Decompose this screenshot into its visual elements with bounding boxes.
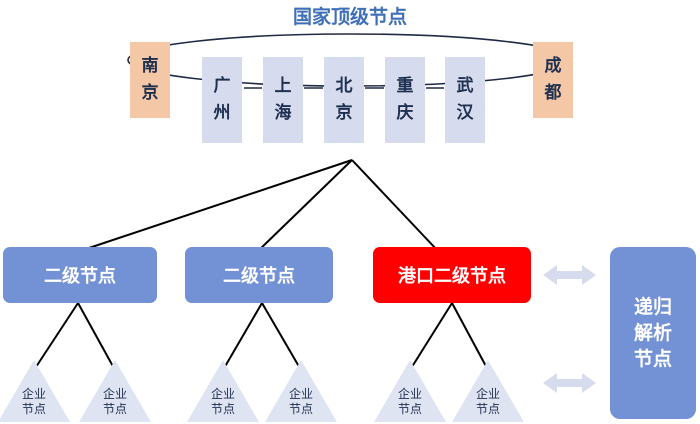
top-node-guangzhou: 广 州 — [202, 57, 242, 143]
node-char: 上 — [274, 76, 292, 96]
enterprise-label-line: 节点 — [102, 402, 127, 416]
top-node-shanghai: 上 海 — [263, 57, 303, 143]
enterprise-label-line: 企业 — [288, 387, 313, 401]
top-node-nanjing: 南 京 — [130, 42, 170, 118]
port-secondary-node: 港口二级节点 — [373, 247, 531, 303]
node-char: 京 — [335, 103, 353, 123]
enterprise-label-line: 节点 — [475, 402, 500, 416]
enterprise-node-1 — [0, 360, 70, 422]
node-char: 南 — [141, 56, 159, 76]
top-node-wuhan: 武 汉 — [445, 57, 485, 143]
node-char: 海 — [274, 103, 292, 123]
enterprise-label-line: 企业 — [475, 387, 500, 401]
link-secondary-enterprise — [77, 302, 116, 371]
double-arrow-icon — [543, 373, 596, 393]
enterprise-label-line: 节点 — [210, 402, 235, 416]
resolver-label-line: 递归 — [633, 296, 672, 318]
resolver-label-line: 解析 — [633, 322, 672, 344]
node-char: 京 — [141, 83, 159, 103]
enterprise-label-line: 企业 — [102, 387, 127, 401]
node-char: 重 — [396, 76, 414, 96]
node-char: 北 — [335, 76, 353, 96]
link-secondary-enterprise — [409, 302, 453, 371]
node-char: 广 — [213, 76, 231, 96]
node-char: 成 — [544, 56, 562, 76]
enterprise-node-label: 企业 节点 — [271, 387, 331, 417]
resolver-label-line: 节点 — [633, 348, 672, 370]
enterprise-node-label: 企业 节点 — [85, 387, 145, 417]
enterprise-node-2 — [79, 360, 151, 422]
link-secondary-enterprise — [33, 302, 79, 371]
node-char: 都 — [544, 83, 562, 103]
link-secondary-enterprise — [451, 302, 489, 371]
link-secondary-enterprise — [261, 302, 302, 371]
top-node-chongqing: 重 庆 — [385, 57, 425, 143]
enterprise-node-label: 企业 节点 — [458, 387, 518, 417]
node-char: 武 — [456, 76, 474, 96]
node-char: 州 — [213, 103, 231, 123]
enterprise-label-line: 企业 — [21, 387, 46, 401]
enterprise-node-label: 企业 节点 — [193, 387, 253, 417]
link-beijing-secondary-2 — [257, 159, 353, 252]
top-node-beijing: 北 京 — [324, 57, 364, 143]
node-char: 汉 — [456, 103, 474, 123]
secondary-node-1: 二级节点 — [3, 247, 157, 303]
double-arrow-icon — [543, 265, 596, 285]
enterprise-label-line: 节点 — [288, 402, 313, 416]
node-char: 庆 — [396, 103, 414, 123]
enterprise-node-4 — [265, 360, 337, 422]
link-beijing-secondary-3 — [351, 159, 439, 252]
enterprise-node-6 — [452, 360, 524, 422]
diagram-title: 国家顶级节点 — [292, 6, 407, 28]
enterprise-node-3 — [187, 360, 259, 422]
secondary-node-2: 二级节点 — [185, 247, 333, 303]
enterprise-label-line: 企业 — [210, 387, 235, 401]
enterprise-node-label: 企业 节点 — [380, 387, 440, 417]
enterprise-node-5 — [374, 360, 446, 422]
enterprise-label-line: 企业 — [397, 387, 422, 401]
top-node-chengdu: 成 都 — [533, 42, 573, 118]
enterprise-label-line: 节点 — [397, 402, 422, 416]
enterprise-node-label: 企业 节点 — [4, 387, 64, 417]
enterprise-label-line: 节点 — [21, 402, 46, 416]
link-secondary-enterprise — [222, 302, 263, 371]
recursive-resolver-node: 递归 解析 节点 — [610, 247, 696, 419]
link-beijing-secondary-1 — [79, 159, 353, 252]
